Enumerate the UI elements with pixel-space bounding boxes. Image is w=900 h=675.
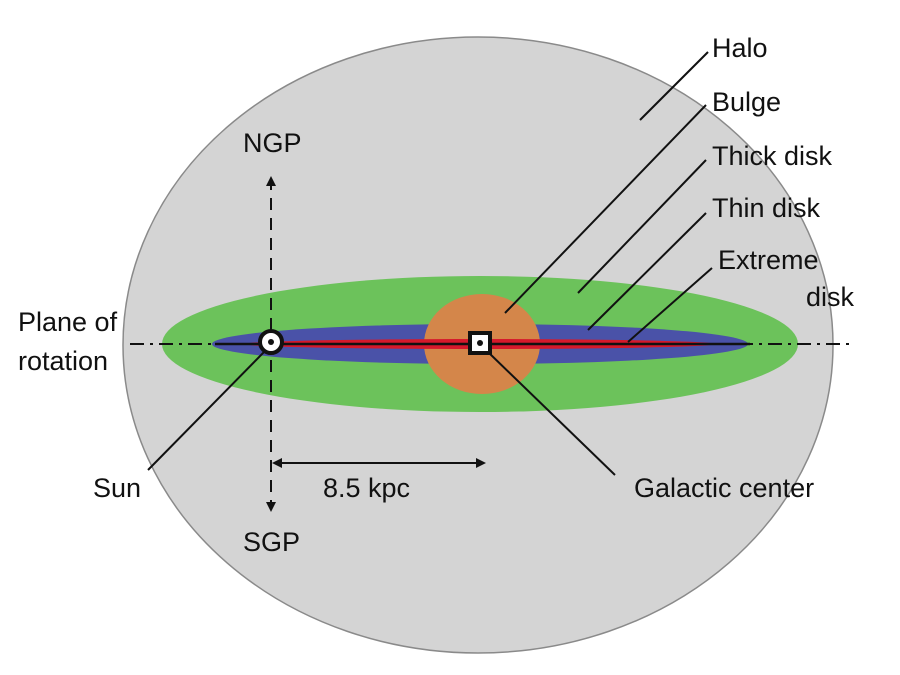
plane-of-rotation-label-line2: rotation: [18, 346, 108, 376]
plane-of-rotation-label-line1: Plane of: [18, 307, 118, 337]
boxed-dot-icon: [468, 331, 492, 355]
sun-label: Sun: [93, 473, 141, 503]
extreme-disk-label-line1: Extreme: [718, 245, 819, 275]
distance-label: 8.5 kpc: [323, 473, 410, 503]
thick-disk-leader-line: [577, 159, 707, 294]
bulge-label: Bulge: [712, 87, 781, 117]
galactic-center-leader-line: [487, 351, 616, 476]
halo-leader-line: [639, 51, 709, 121]
circled-dot-icon: [258, 329, 284, 355]
thin-disk-leader-line: [587, 212, 707, 331]
extreme-disk-label-line2: disk: [806, 282, 855, 312]
extreme-disk-leader-line: [627, 267, 713, 343]
thick-disk-label: Thick disk: [712, 141, 833, 171]
sgp-label: SGP: [243, 527, 300, 557]
bulge-leader-line: [504, 104, 707, 314]
ngp-label: NGP: [243, 128, 302, 158]
halo-label: Halo: [712, 33, 768, 63]
thin-disk-label: Thin disk: [712, 193, 821, 223]
sun-leader-line: [147, 349, 267, 471]
galactic-center-label: Galactic center: [634, 473, 814, 503]
